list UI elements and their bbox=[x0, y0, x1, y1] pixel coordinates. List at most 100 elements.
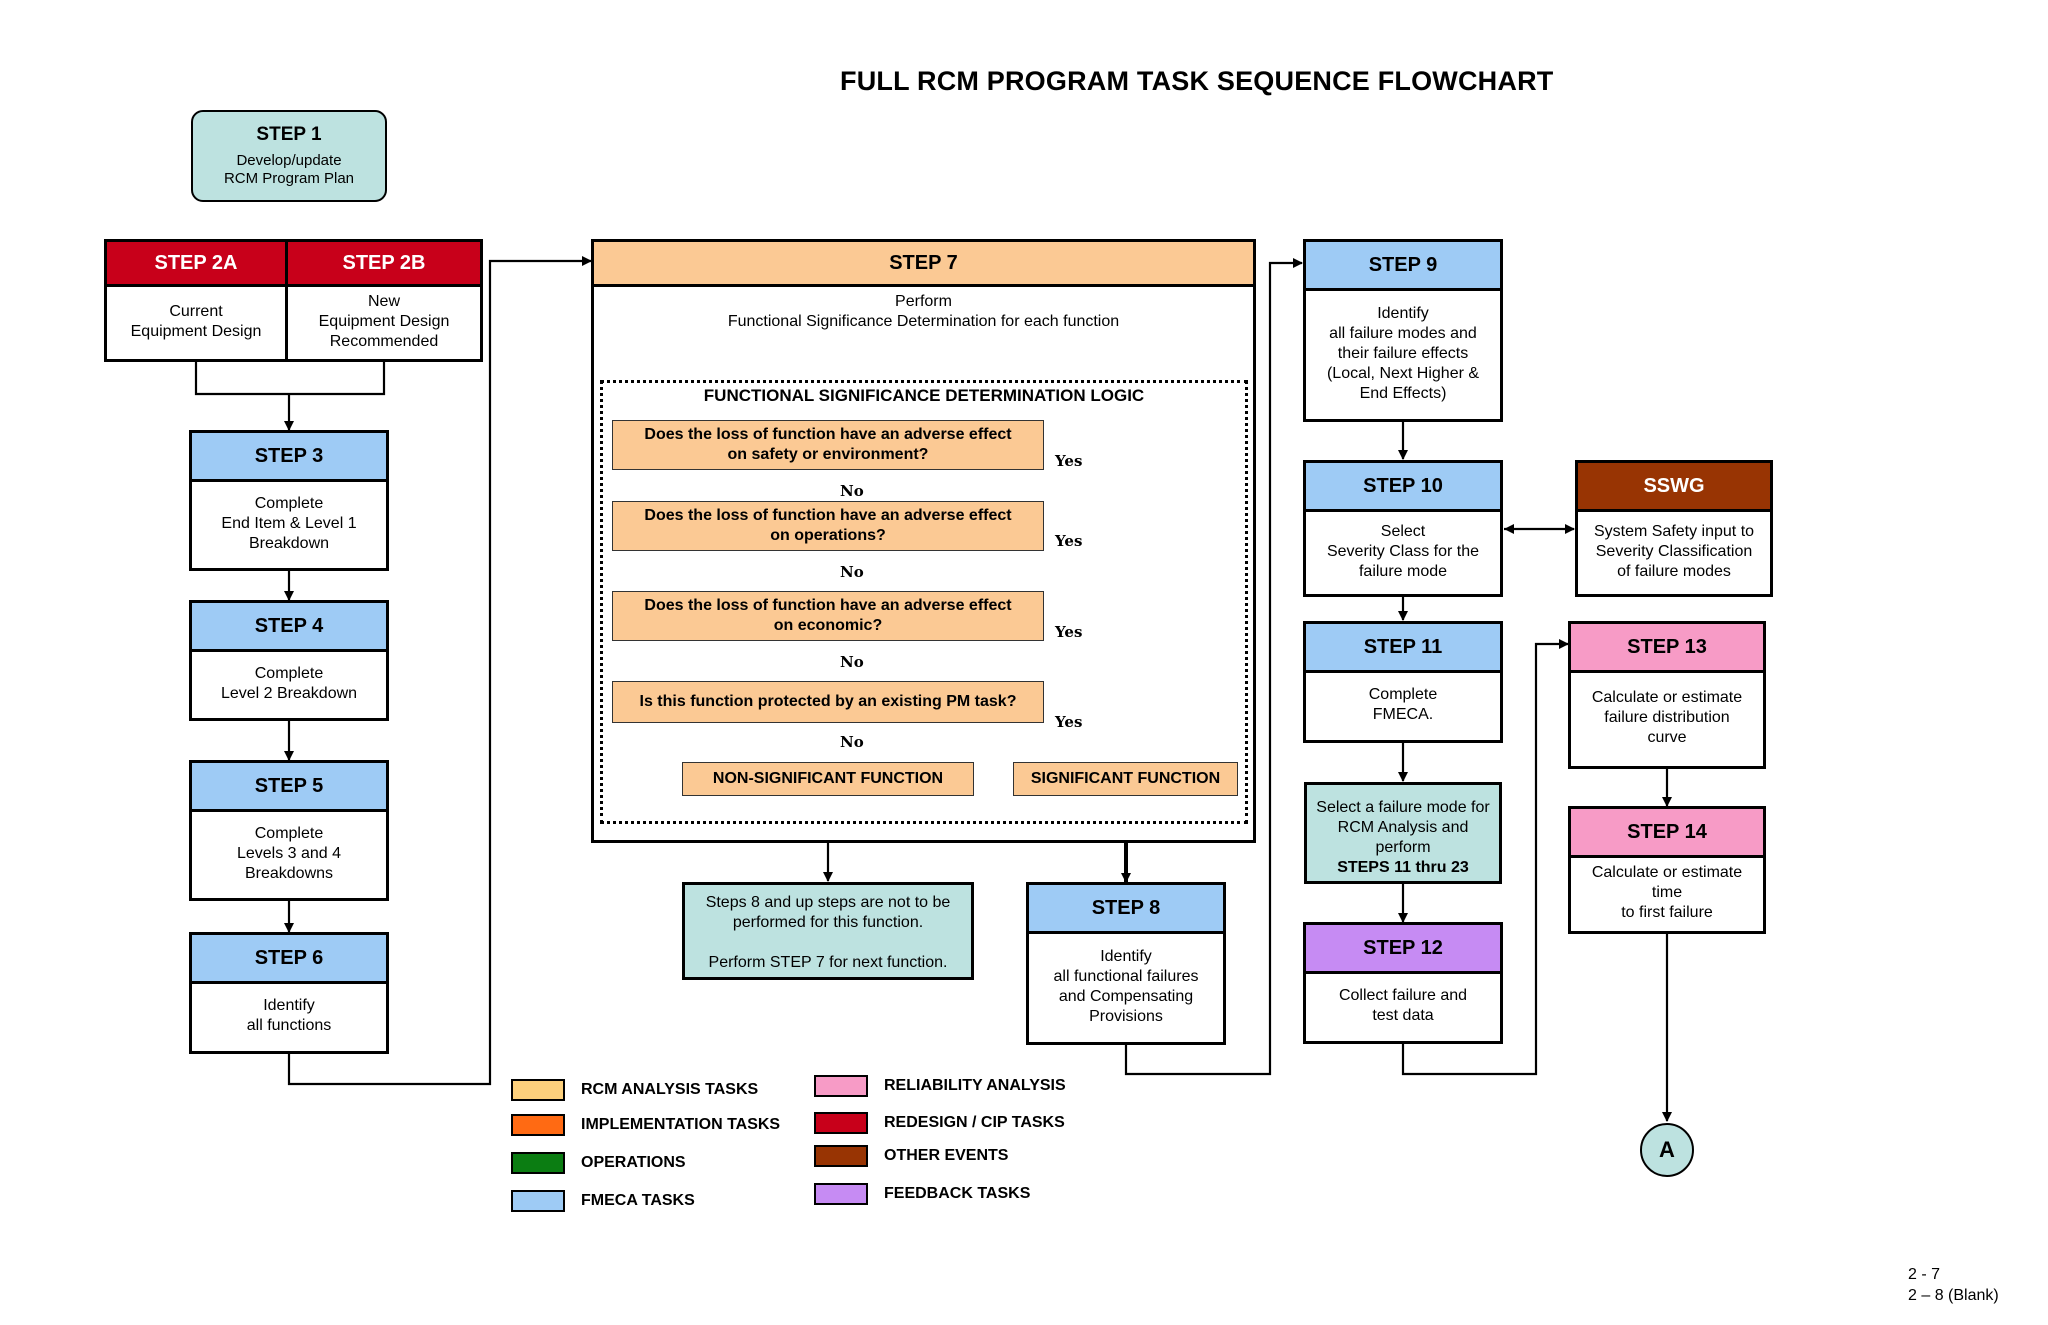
step12-line: test data bbox=[1372, 1007, 1434, 1024]
legend-swatch bbox=[511, 1152, 565, 1174]
step12-box: STEP 12 Collect failure and test data bbox=[1303, 922, 1503, 1044]
legend-label: RCM ANALYSIS TASKS bbox=[581, 1081, 759, 1098]
step13-box: STEP 13 Calculate or estimate failure di… bbox=[1568, 621, 1766, 769]
fsd-question-line: Is this function protected by an existin… bbox=[639, 693, 1017, 710]
sswg-line: System Safety input to bbox=[1593, 522, 1755, 540]
fsd-question-pm-task: Is this function protected by an existin… bbox=[612, 681, 1044, 723]
step4-box: STEP 4 Complete Level 2 Breakdown bbox=[189, 600, 389, 721]
step1-line: Develop/update bbox=[236, 152, 342, 169]
step2a-box: STEP 2A Current Equipment Design bbox=[104, 239, 288, 362]
skip-steps-note: Steps 8 and up steps are not to be perfo… bbox=[682, 882, 974, 980]
step6-label: STEP 6 bbox=[192, 935, 386, 984]
fsd-title: FUNCTIONAL SIGNIFICANCE DETERMINATION LO… bbox=[703, 386, 1145, 405]
step3-box: STEP 3 Complete End Item & Level 1 Break… bbox=[189, 430, 389, 571]
step2a-line: Current bbox=[169, 302, 223, 320]
step3-line: Breakdown bbox=[248, 534, 330, 552]
step11-line: Complete bbox=[1368, 686, 1438, 703]
step14-line: to first failure bbox=[1621, 904, 1713, 921]
step11-box: STEP 11 Complete FMECA. bbox=[1303, 621, 1503, 743]
legend-item: FEEDBACK TASKS bbox=[814, 1183, 1030, 1205]
fsd-question-line: on safety or environment? bbox=[727, 446, 929, 463]
no-label: No bbox=[840, 733, 864, 751]
step1-label: STEP 1 bbox=[256, 124, 322, 145]
legend-item: RELIABILITY ANALYSIS bbox=[814, 1075, 1066, 1097]
step7-line: Functional Significance Determination fo… bbox=[727, 313, 1120, 330]
step3-label: STEP 3 bbox=[192, 433, 386, 482]
step6-line: all functions bbox=[246, 1017, 332, 1034]
sswg-box: SSWG System Safety input to Severity Cla… bbox=[1575, 460, 1773, 597]
legend-item: IMPLEMENTATION TASKS bbox=[511, 1114, 780, 1136]
legend-swatch bbox=[814, 1183, 868, 1205]
step2b-box: STEP 2B New Equipment Design Recommended bbox=[285, 239, 483, 362]
legend-swatch bbox=[511, 1079, 565, 1101]
yes-label: Yes bbox=[1055, 623, 1083, 641]
legend-label: REDESIGN / CIP TASKS bbox=[884, 1114, 1065, 1131]
step9-line: all failure modes and bbox=[1329, 324, 1477, 342]
non-significant-function: NON-SIGNIFICANT FUNCTION bbox=[682, 762, 974, 796]
step10-label: STEP 10 bbox=[1306, 463, 1500, 512]
no-label: No bbox=[840, 482, 864, 500]
note-line: Steps 8 and up steps are not to be bbox=[705, 894, 951, 911]
step2b-line: Recommended bbox=[329, 332, 439, 350]
legend-item: OPERATIONS bbox=[511, 1152, 686, 1174]
step9-box: STEP 9 Identify all failure modes and th… bbox=[1303, 239, 1503, 422]
step10-box: STEP 10 Select Severity Class for the fa… bbox=[1303, 460, 1503, 597]
no-label: No bbox=[840, 653, 864, 671]
legend-swatch bbox=[814, 1075, 868, 1097]
step5-line: Breakdowns bbox=[244, 864, 334, 882]
step9-line: their failure effects bbox=[1337, 344, 1469, 362]
fsd-question-safety: Does the loss of function have an advers… bbox=[612, 420, 1044, 470]
step9-line: End Effects) bbox=[1359, 384, 1447, 402]
note-line: performed for this function. bbox=[732, 914, 924, 931]
step7-label: STEP 7 bbox=[594, 242, 1253, 287]
yes-label: Yes bbox=[1055, 452, 1083, 470]
select-failure-mode-box: Select a failure mode for RCM Analysis a… bbox=[1304, 782, 1502, 884]
step2b-line: Equipment Design bbox=[318, 312, 450, 330]
step14-label: STEP 14 bbox=[1571, 809, 1763, 858]
note-line: Perform STEP 7 for next function. bbox=[708, 954, 948, 971]
step5-line: Complete bbox=[254, 824, 324, 842]
legend-item: REDESIGN / CIP TASKS bbox=[814, 1112, 1065, 1134]
fsd-logic-region bbox=[600, 380, 1248, 824]
fsd-question-line: on economic? bbox=[773, 617, 883, 634]
fsd-question-line: Does the loss of function have an advers… bbox=[644, 426, 1012, 443]
fsd-question-operations: Does the loss of function have an advers… bbox=[612, 501, 1044, 551]
step6-line: Identify bbox=[263, 997, 315, 1014]
legend-swatch bbox=[511, 1114, 565, 1136]
page-number-blank: 2 – 8 (Blank) bbox=[1908, 1287, 1999, 1304]
legend-label: OPERATIONS bbox=[581, 1154, 686, 1171]
page-number: 2 - 7 bbox=[1908, 1266, 1941, 1283]
step4-line: Complete bbox=[254, 664, 324, 682]
page-title: FULL RCM PROGRAM TASK SEQUENCE FLOWCHART bbox=[840, 66, 1554, 96]
legend-label: OTHER EVENTS bbox=[884, 1147, 1009, 1164]
select-line-bold: STEPS 11 thru 23 bbox=[1337, 859, 1469, 876]
legend-label: IMPLEMENTATION TASKS bbox=[581, 1116, 781, 1133]
step3-line: End Item & Level 1 bbox=[221, 514, 357, 532]
step9-line: (Local, Next Higher & bbox=[1326, 364, 1480, 382]
step13-line: failure distribution bbox=[1604, 709, 1730, 726]
step13-line: Calculate or estimate bbox=[1591, 689, 1743, 706]
step8-box: STEP 8 Identify all functional failures … bbox=[1026, 882, 1226, 1045]
no-label: No bbox=[840, 563, 864, 581]
fsd-question-line: Does the loss of function have an advers… bbox=[644, 507, 1012, 524]
legend-item: FMECA TASKS bbox=[511, 1190, 695, 1212]
significant-function: SIGNIFICANT FUNCTION bbox=[1013, 762, 1238, 796]
step11-label: STEP 11 bbox=[1306, 624, 1500, 673]
step8-line: all functional failures bbox=[1053, 967, 1199, 985]
legend-label: FEEDBACK TASKS bbox=[884, 1185, 1031, 1202]
offpage-connector-a: A bbox=[1640, 1123, 1694, 1177]
step11-line: FMECA. bbox=[1372, 706, 1434, 723]
step2a-line: Equipment Design bbox=[130, 322, 262, 340]
step8-line: and Compensating bbox=[1058, 987, 1194, 1005]
step14-box: STEP 14 Calculate or estimate time to fi… bbox=[1568, 806, 1766, 934]
step13-line: curve bbox=[1647, 729, 1687, 746]
legend-item: OTHER EVENTS bbox=[814, 1145, 1008, 1167]
step4-label: STEP 4 bbox=[192, 603, 386, 652]
step6-box: STEP 6 Identify all functions bbox=[189, 932, 389, 1054]
sswg-label: SSWG bbox=[1578, 463, 1770, 512]
step12-label: STEP 12 bbox=[1306, 925, 1500, 974]
step14-line: Calculate or estimate time bbox=[1591, 864, 1743, 901]
fsd-question-economic: Does the loss of function have an advers… bbox=[612, 591, 1044, 641]
step9-label: STEP 9 bbox=[1306, 242, 1500, 291]
step13-label: STEP 13 bbox=[1571, 624, 1763, 673]
